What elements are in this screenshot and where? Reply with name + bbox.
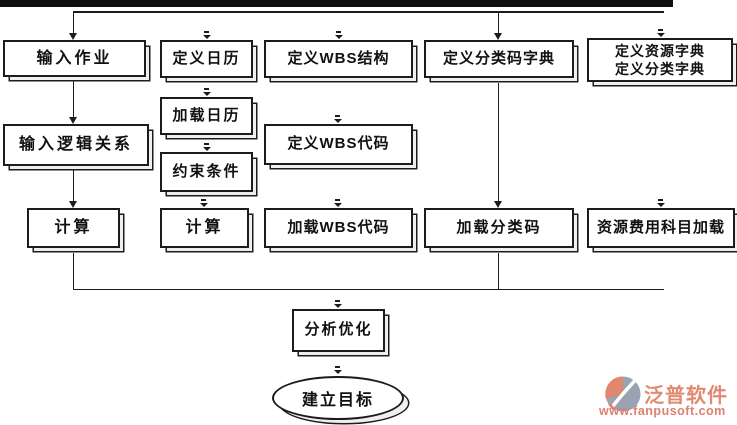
flow-node-input-job: 输入作业	[3, 40, 146, 77]
flow-node-label: 加载分类码	[456, 218, 542, 236]
mini-arrow-load-calendar	[203, 88, 211, 96]
connector-top-drop-right	[497, 11, 499, 34]
flow-node-label: 定义分类码字典	[442, 49, 555, 67]
arrowhead-into-load-classcode	[494, 201, 502, 208]
flow-node-define-calendar: 定义日历	[160, 40, 253, 78]
mini-arrow-load-wbs-code	[334, 199, 342, 207]
mini-arrow-goal	[334, 366, 342, 374]
flow-node-label: 计算	[185, 219, 224, 237]
mini-arrow-define-wbs-structure	[335, 31, 343, 39]
flow-node-label: 输入作业	[36, 49, 113, 67]
mini-arrow-resource-cost-load	[657, 199, 665, 207]
flow-node-load-classcode: 加载分类码	[424, 208, 574, 248]
flow-node-load-wbs-code: 加载WBS代码	[264, 208, 413, 248]
flow-node-label: 定义WBS结构	[287, 49, 390, 67]
flow-node-resource-cost-load: 资源费用科目加载	[587, 208, 735, 248]
connector-load-classcode-down	[497, 253, 499, 290]
top-black-bar	[0, 0, 673, 7]
watermark-brand: 泛普软件	[644, 385, 728, 407]
flow-node-label: 加载日历	[172, 106, 241, 124]
mini-arrow-define-resource-dict	[657, 29, 665, 37]
flow-node-label: 定义WBS代码	[287, 135, 390, 153]
flow-node-label: 约束条件	[172, 162, 241, 180]
flow-node-define-resource-dict: 定义资源字典 定义分类字典	[587, 38, 733, 82]
arrowhead-into-calc-left	[69, 201, 77, 208]
flow-node-label: 建立目标	[301, 392, 374, 409]
flow-node-label: 定义资源字典	[615, 43, 705, 59]
flow-node-define-wbs-code: 定义WBS代码	[264, 124, 413, 165]
connector-calc-left-down	[72, 253, 74, 290]
mini-arrow-constraint	[203, 143, 211, 151]
flow-node-define-wbs-structure: 定义WBS结构	[264, 40, 413, 78]
flow-node-label: 分析优化	[304, 321, 373, 339]
connector-bottom-collector	[72, 288, 664, 290]
connector-top-horizontal	[73, 11, 664, 13]
flow-node-define-classcode-dict: 定义分类码字典	[424, 40, 574, 78]
watermark: 泛普软件 www.fanpusoft.com	[599, 374, 737, 422]
connector-input-logic-to-calc	[72, 166, 74, 202]
flow-node-label: 资源费用科目加载	[596, 218, 725, 236]
arrowhead-into-input-logic	[69, 117, 77, 124]
flow-node-calc-left: 计算	[27, 208, 120, 248]
mini-arrow-calc-mid	[200, 199, 208, 207]
flow-node-load-calendar: 加载日历	[160, 97, 253, 135]
flow-node-label: 输入逻辑关系	[18, 136, 133, 154]
flow-node-analyze-optimize: 分析优化	[292, 309, 385, 352]
flow-node-label: 计算	[54, 219, 93, 237]
flow-node-constraint: 约束条件	[160, 152, 253, 192]
fanpu-logo-icon	[605, 376, 641, 412]
watermark-url: www.fanpusoft.com	[599, 404, 726, 418]
flow-node-goal-ellipse: 建立目标	[272, 376, 404, 420]
arrowhead-into-define-classcode-dict	[494, 33, 502, 40]
mini-arrow-define-calendar	[203, 31, 211, 39]
flow-node-input-logic: 输入逻辑关系	[3, 124, 149, 166]
flow-node-label: 定义日历	[172, 49, 241, 67]
connector-top-drop-left	[72, 11, 74, 34]
flow-node-calc-mid: 计算	[160, 208, 249, 248]
connector-input-job-to-input-logic	[72, 77, 74, 118]
mini-arrow-define-wbs-code	[334, 115, 342, 123]
arrowhead-into-input-job	[69, 33, 77, 40]
mini-arrow-analyze-optimize	[334, 300, 342, 308]
flow-node-label: 加载WBS代码	[287, 218, 390, 236]
connector-classcode-dict-to-load-classcode	[497, 83, 499, 202]
flow-node-label: 定义分类字典	[615, 61, 705, 77]
